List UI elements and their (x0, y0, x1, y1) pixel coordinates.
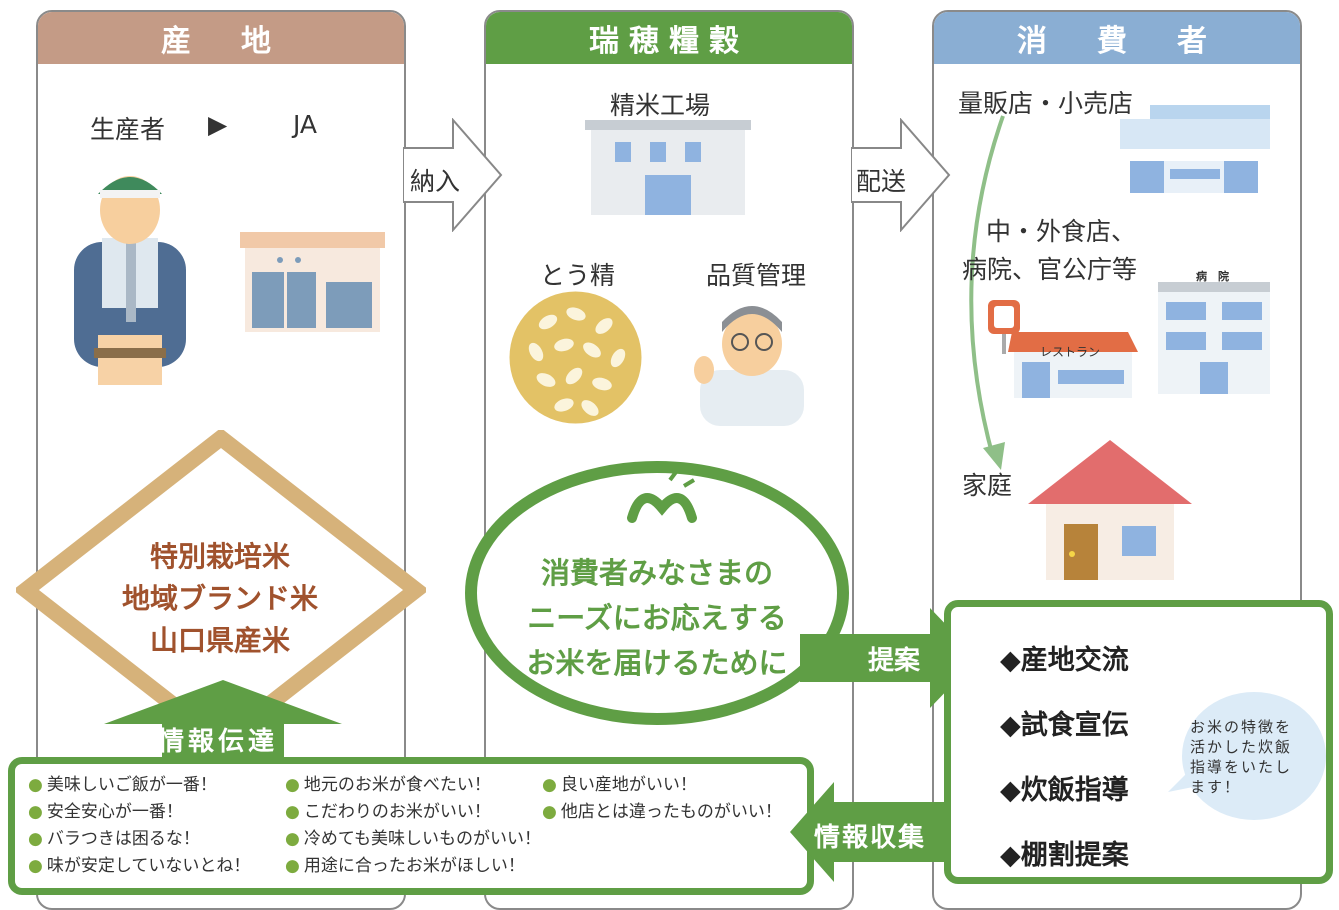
voices-col-1: ●美味しいご飯が一番！ ●安全安心が一番！ ●バラつきは困るな！ ●味が安定して… (28, 772, 250, 880)
origin-title: 産 地 (161, 24, 281, 59)
cooking-tip-text: お米の特徴を 活かした炊飯 指導をいたし ます！ (1190, 717, 1292, 797)
voice-item: ●味が安定していないとね！ (28, 856, 251, 876)
mill-title: 瑞穂糧穀 (589, 24, 749, 59)
ja-label: JA (293, 110, 318, 139)
info-transfer-arrow (104, 680, 342, 760)
inspector-illustration (694, 306, 804, 426)
retail-label: 量販店・小売店 (958, 89, 1134, 118)
quality-label: 品質管理 (706, 261, 807, 290)
cooking-tip-bubble (1168, 692, 1326, 820)
consumer-title: 消 費 者 (1017, 24, 1217, 59)
producer-label: 生産者 (90, 115, 166, 144)
mission-line-2: ニーズにお応えする (527, 601, 787, 635)
origin-header: 産 地 (38, 12, 404, 64)
cooking-tip-line: お米の特徴を (1190, 718, 1293, 736)
proposal-label: 提案 (868, 646, 921, 676)
hospital-sign: 病 院 (1196, 270, 1229, 283)
info-collection-label: 情報収集 (814, 823, 927, 853)
cooking-tip-line: 指導をいたし (1190, 758, 1293, 776)
proposal-item-4: ◆棚割提案 (1000, 840, 1129, 871)
house-illustration (1028, 440, 1192, 580)
food-label-1: 中・外食店、 (986, 217, 1137, 246)
shipping-label: 配送 (856, 167, 907, 196)
mission-bubble (465, 461, 849, 725)
polishing-label: とう精 (540, 261, 616, 290)
mission-line-1: 消費者みなさまの (540, 556, 773, 590)
voices-box (8, 757, 814, 895)
voices-col-3: ●良い産地がいい！ ●他店とは違ったものがいい！ (542, 772, 782, 826)
voice-item: ●冷めても美味しいものがいい！ (285, 829, 541, 849)
shipping-arrow (851, 118, 951, 232)
proposal-item-2: ◆試食宣伝 (1000, 710, 1129, 741)
home-label: 家庭 (962, 471, 1013, 500)
producer-arrow-icon: ▶ (208, 110, 228, 139)
mission-line-3: お米を届けるために (526, 646, 788, 680)
rice-type-2: 地域ブランド米 (121, 582, 318, 615)
factory-illustration (585, 120, 751, 215)
info-collection-arrow (790, 782, 958, 882)
voice-item: ●バラつきは困るな！ (28, 829, 200, 849)
cooking-tip-line: 活かした炊飯 (1190, 738, 1293, 756)
delivery-label: 納入 (410, 167, 461, 196)
consumer-header: 消 費 者 (934, 12, 1300, 64)
factory-label: 精米工場 (610, 91, 711, 120)
voice-item: ●美味しいご飯が一番！ (28, 775, 217, 795)
mill-header: 瑞穂糧穀 (486, 12, 852, 64)
farmer-illustration (74, 176, 186, 385)
rice-type-3: 山口県産米 (149, 624, 290, 657)
cooking-tip-line: ます！ (1190, 778, 1242, 796)
restaurant-illustration (988, 300, 1138, 398)
voice-item: ●他店とは違ったものがいい！ (542, 802, 782, 822)
info-transfer-label: 情報伝達 (158, 727, 279, 757)
voice-item: ●こだわりのお米がいい！ (285, 802, 491, 822)
voice-item: ●用途に合ったお米がほしい！ (285, 856, 525, 876)
voices-col-2: ●地元のお米が食べたい！ ●こだわりのお米がいい！ ●冷めても美味しいものがいい… (285, 772, 541, 880)
delivery-arrow (403, 118, 503, 232)
voice-item: ●安全安心が一番！ (28, 802, 183, 822)
proposal-item-3: ◆炊飯指導 (1000, 775, 1129, 806)
ja-building-illustration (240, 232, 385, 332)
rice-grains-illustration (509, 291, 642, 424)
restaurant-sign: レストラン (1040, 345, 1101, 359)
proposal-item-1: ◆産地交流 (1000, 645, 1129, 676)
rice-type-1: 特別栽培米 (149, 540, 290, 573)
hospital-illustration (1158, 282, 1270, 394)
retail-store-illustration (1120, 105, 1270, 193)
voice-item: ●良い産地がいい！ (542, 775, 697, 795)
consumer-flow-arrow (969, 115, 1005, 470)
voice-item: ●地元のお米が食べたい！ (285, 775, 491, 795)
proposal-arrow (800, 608, 978, 708)
food-label-2: 病院、官公庁等 (962, 255, 1138, 284)
